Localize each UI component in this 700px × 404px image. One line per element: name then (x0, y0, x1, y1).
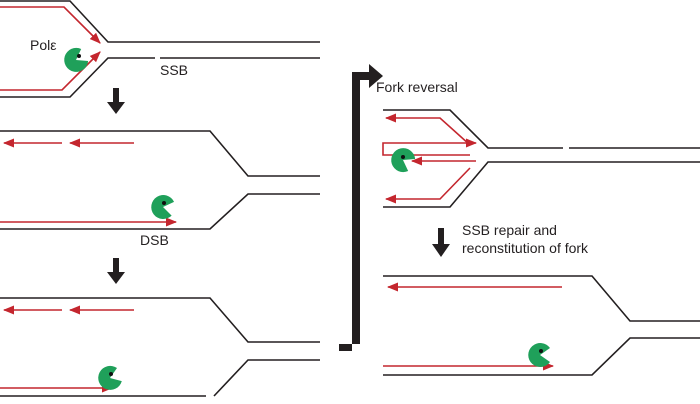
dsb-label: DSB (140, 232, 169, 248)
bracket-arrow-icon (339, 64, 383, 351)
down-arrow-icon (107, 258, 125, 284)
parental-bottom-strand-4 (383, 161, 700, 208)
parental-top-strand-4 (383, 109, 700, 149)
repair-label-line1: SSB repair and (462, 222, 557, 238)
polymerase-pacman-icon (151, 195, 175, 220)
polymerase-pacman-icon (391, 148, 416, 173)
parental-bottom-strand-2 (0, 193, 320, 230)
parental-bottom-strand-1 (0, 57, 320, 98)
repair-label-line2: reconstitution of fork (462, 240, 589, 256)
parental-top-strand-2 (0, 130, 320, 177)
panel-1-fork-with-ssb (0, 0, 320, 98)
parental-top-strand-3 (0, 297, 320, 343)
panel-2-dsb (0, 130, 320, 230)
fork-reversal-label: Fork reversal (376, 79, 458, 95)
reversed-arm-strand (384, 113, 471, 146)
down-arrow-icon (107, 88, 125, 114)
panel-3-broken-fork (0, 297, 320, 397)
parental-top-strand-1 (0, 0, 320, 43)
parental-bottom-strand-5 (383, 337, 700, 376)
regressed-arm-strand (382, 138, 478, 156)
ssb-label: SSB (160, 62, 189, 78)
nascent-lagging-strand-1 (0, 51, 101, 91)
nascent-bottom-strand-4 (384, 167, 471, 204)
parental-top-strand-5 (383, 275, 700, 322)
nascent-leading-strand-1 (0, 6, 101, 44)
panel-5-reconstituted-fork (383, 275, 700, 376)
polymerase-pacman-icon (98, 365, 122, 390)
down-arrow-icon (432, 228, 450, 257)
parental-bottom-strand-3-right (213, 359, 320, 397)
polymerase-pacman-icon (64, 47, 89, 72)
pol-epsilon-label: Polε (30, 37, 57, 53)
polymerase-pacman-icon (528, 343, 550, 367)
panel-4-fork-reversal (382, 109, 700, 208)
